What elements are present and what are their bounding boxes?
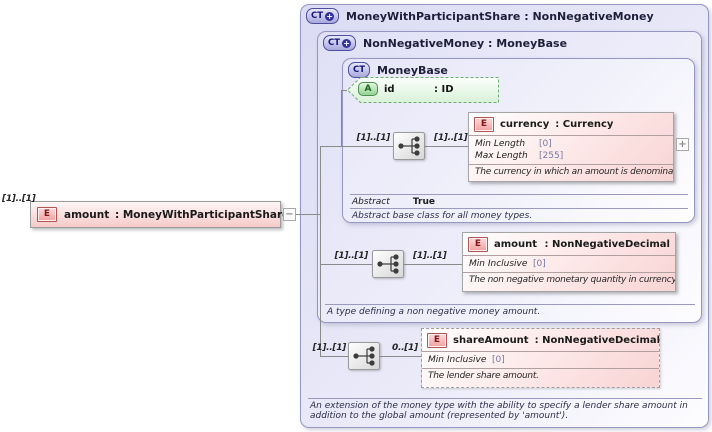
element-type: : Currency: [555, 119, 614, 130]
complextype-header[interactable]: CT MoneyBase: [348, 62, 448, 78]
cardinality-label: [1]..[1]: [312, 343, 347, 353]
plus-icon: +: [325, 11, 335, 21]
complextype-badge-icon: CT +: [306, 8, 340, 24]
facet-label: Max Length: [475, 151, 528, 161]
element-type: : NonNegativeDecimal: [534, 335, 661, 346]
annotation-text: A type defining a non negative money amo…: [325, 304, 695, 317]
facet-value: [0]: [539, 139, 552, 149]
facet-list: Min Inclusive [0]: [422, 351, 659, 369]
connector-line: [296, 214, 320, 215]
attribute-badge-icon: A: [358, 82, 378, 96]
cardinality-label: [1]..[1]: [434, 133, 468, 143]
element-badge-icon: E: [37, 207, 57, 222]
facet-label: Min Length: [475, 139, 526, 149]
connector-line: [404, 264, 462, 265]
element-description: The lender share amount.: [428, 371, 539, 381]
element-name: amount: [64, 208, 110, 221]
badge-text: CT: [311, 11, 324, 21]
facet-value: [0]: [492, 355, 505, 365]
cardinality-label: 0..[1]: [392, 343, 418, 353]
plus-icon: +: [342, 38, 352, 48]
facet-value: [255]: [539, 151, 564, 161]
badge-text: CT: [328, 38, 341, 48]
attribute-type: : ID: [434, 83, 454, 95]
element-description: The currency in which an amount is denom…: [475, 167, 673, 177]
connector-line: [380, 356, 421, 357]
complextype-title: MoneyWithParticipantShare : NonNegativeM…: [346, 9, 654, 23]
element-description: The non negative monetary quantity in cu…: [469, 275, 675, 285]
annotation-text: An extension of the money type with the …: [308, 398, 702, 421]
cardinality-label: [1]..[1]: [334, 251, 369, 261]
connector-line: [321, 264, 372, 265]
element-amount-root[interactable]: E amount : MoneyWithParticipantShare: [30, 201, 289, 228]
sequence-icon-1[interactable]: [393, 132, 425, 160]
facet-row: Min Inclusive [0]: [428, 354, 653, 366]
element-type: : MoneyWithParticipantShare: [115, 208, 290, 221]
element-badge-icon: E: [474, 117, 494, 132]
complextype-badge-icon: CT: [348, 62, 371, 78]
abstract-value: True: [412, 197, 435, 207]
attribute-id[interactable]: A id : ID: [346, 77, 500, 104]
badge-text: CT: [353, 65, 366, 75]
element-shareamount[interactable]: E shareAmount : NonNegativeDecimal Min I…: [421, 328, 660, 388]
abstract-row: Abstract True: [350, 194, 688, 207]
cardinality-label: [1]..[1]: [356, 133, 391, 143]
connector-line: [321, 146, 393, 147]
complextype-title: NonNegativeMoney : MoneyBase: [363, 36, 568, 50]
cardinality-label: [1]..[1]: [2, 194, 36, 204]
facet-value: [0]: [533, 259, 546, 269]
element-name: currency: [500, 119, 550, 130]
cardinality-label: [1]..[1]: [413, 251, 447, 261]
sequence-icon-2[interactable]: [372, 250, 404, 278]
connector-line: [320, 146, 321, 357]
complextype-header[interactable]: CT + MoneyWithParticipantShare : NonNega…: [306, 8, 654, 24]
expand-button[interactable]: +: [676, 138, 689, 151]
element-badge-icon: E: [468, 237, 488, 252]
facet-label: Min Inclusive: [428, 355, 487, 365]
connector-line: [425, 146, 468, 147]
connector-line: [342, 90, 347, 91]
abstract-label: Abstract: [352, 197, 390, 207]
connector-line: [341, 90, 342, 147]
element-badge-icon: E: [427, 333, 447, 348]
complextype-title: MoneyBase: [377, 63, 448, 77]
sequence-icon-3[interactable]: [348, 342, 380, 370]
collapse-button[interactable]: −: [283, 208, 296, 221]
complextype-badge-icon: CT +: [323, 35, 357, 51]
annotation-text: Abstract base class for all money types.: [350, 208, 688, 221]
element-name: shareAmount: [453, 335, 529, 346]
connector-line: [321, 356, 348, 357]
element-name: amount: [494, 239, 538, 250]
element-amount[interactable]: E amount : NonNegativeDecimal Min Inclus…: [462, 232, 676, 292]
facet-row: Max Length [255]: [475, 150, 667, 162]
element-currency[interactable]: E currency : Currency Min Length [0] Max…: [468, 112, 674, 182]
attribute-shape: [346, 77, 499, 103]
facet-list: Min Length [0] Max Length [255]: [469, 135, 673, 165]
facet-row: Min Length [0]: [475, 138, 667, 150]
element-type: : NonNegativeDecimal: [544, 239, 670, 250]
facet-list: Min Inclusive [0]: [463, 255, 675, 273]
facet-label: Min Inclusive: [469, 259, 528, 269]
facet-row: Min Inclusive [0]: [469, 258, 669, 270]
attribute-name: id: [384, 83, 395, 95]
complextype-header[interactable]: CT + NonNegativeMoney : MoneyBase: [323, 35, 567, 51]
